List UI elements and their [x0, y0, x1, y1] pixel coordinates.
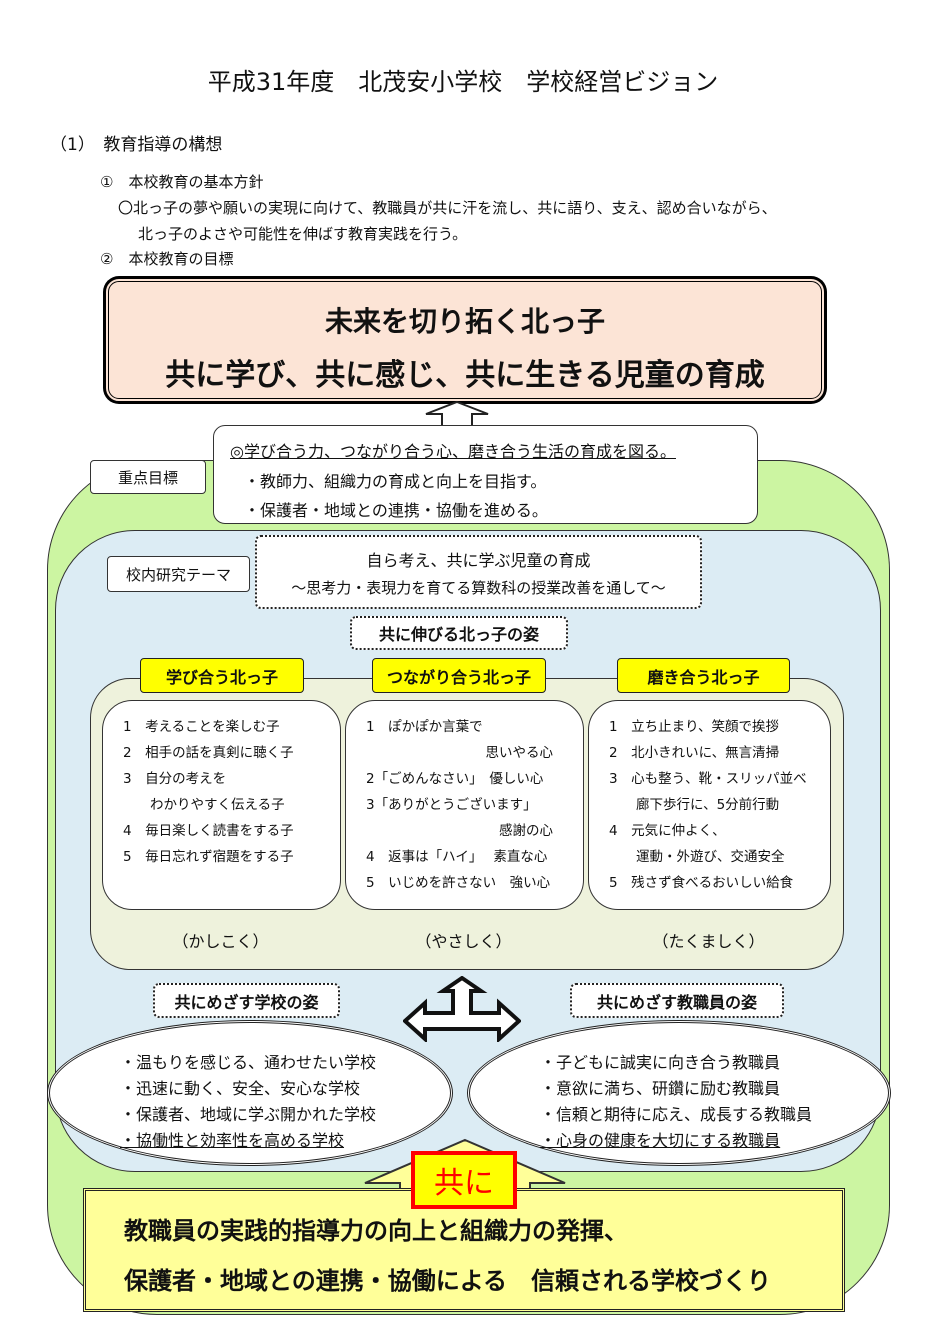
list-item: ・迅速に動く、安全、安心な学校 — [120, 1079, 361, 1098]
list-item: 廊下歩行に、5分前行動 — [609, 797, 780, 813]
page-title: 平成31年度 北茂安小学校 学校経営ビジョン — [207, 68, 719, 96]
list-item: ・信頼と期待に応え、成長する教職員 — [540, 1105, 813, 1124]
research-theme-box: 自ら考え、共に学ぶ児童の育成 ～思考力・表現力を育てる算数科の授業改善を通して～ — [255, 535, 702, 609]
label-migaki: 磨き合う北っ子 — [617, 658, 790, 693]
section-heading: （1） 教育指導の構想 — [50, 135, 223, 155]
list-item: 1 ぽかぽか言葉で — [366, 719, 483, 735]
school-ellipse: ・温もりを感じる、通わせたい学校 ・迅速に動く、安全、安心な学校 ・保護者、地域… — [47, 1020, 453, 1166]
school-heading: 共にめざす学校の姿 — [153, 983, 340, 1018]
list-item: 4 元気に仲よく、 — [609, 823, 726, 839]
list-item: 5 毎日忘れず宿題をする子 — [123, 849, 294, 865]
list-item: ・心身の健康を大切にする教職員 — [540, 1131, 781, 1150]
list-item: ・保護者、地域に学ぶ開かれた学校 — [120, 1105, 377, 1124]
list-item: わかりやすく伝える子 — [123, 797, 285, 813]
list-item: 1 立ち止まり、笑顔で挨拶 — [609, 719, 780, 735]
bottom-line2: 保護者・地域との連携・協働による 信頼される学校づくり — [124, 1267, 772, 1295]
list-item: 1 考えることを楽しむ子 — [123, 719, 280, 735]
staff-heading: 共にめざす教職員の姿 — [570, 983, 784, 1018]
column-tsunagari: 1 ぽかぽか言葉で 思いやる心 2「ごめんなさい」 優しい心 3「ありがとうござ… — [345, 700, 584, 910]
label-manabi: 学び合う北っ子 — [140, 658, 304, 693]
school-goal-box: 未来を切り拓く北っ子 共に学び、共に感じ、共に生きる児童の育成 — [105, 278, 825, 402]
column-manabi: 1 考えることを楽しむ子 2 相手の話を真剣に聴く子 3 自分の考えを わかりや… — [102, 700, 341, 910]
list-item: 思いやる心 — [485, 745, 554, 761]
staff-ellipse: ・子どもに誠実に向き合う教職員 ・意欲に満ち、研鑽に励む教職員 ・信頼と期待に応… — [467, 1020, 891, 1166]
list-item: 5 いじめを許さない 強い心 — [366, 875, 551, 891]
priority-item: ・保護者・地域との連携・協働を進める。 — [244, 501, 548, 520]
list-item: 3 自分の考えを — [123, 771, 227, 787]
list-item: 2 北小きれいに、無言清掃 — [609, 745, 780, 761]
research-subtitle: ～思考力・表現力を育てる算数科の授業改善を通して～ — [291, 579, 666, 597]
three-way-arrow-icon — [403, 976, 521, 1042]
list-item: 4 毎日楽しく読書をする子 — [123, 823, 294, 839]
footer-takumashiku: （たくましく） — [652, 932, 765, 951]
footer-yasashiku: （やさしく） — [415, 932, 512, 951]
list-item: 3 心も整う、靴・スリッパ並べ — [609, 771, 807, 787]
research-title: 自ら考え、共に学ぶ児童の育成 — [366, 551, 591, 570]
priority-label: 重点目標 — [90, 460, 206, 494]
list-item: 3「ありがとうございます」 — [366, 797, 537, 813]
list-item: ・温もりを感じる、通わせたい学校 — [120, 1053, 377, 1072]
list-item: 2 相手の話を真剣に聴く子 — [123, 745, 294, 761]
policy-text: 北っ子のよさや可能性を伸ばす教育実践を行う。 — [138, 225, 468, 243]
list-item: 運動・外遊び、交通安全 — [609, 849, 785, 865]
bottom-line1: 教職員の実践的指導力の向上と組織力の発揮、 — [124, 1217, 628, 1245]
priority-box: ◎学び合う力、つながり合う心、磨き合う生活の育成を図る。 ・教師力、組織力の育成… — [213, 425, 758, 524]
policy-heading: ① 本校教育の基本方針 — [100, 173, 264, 191]
research-label: 校内研究テーマ — [107, 556, 250, 592]
list-item: 4 返事は「ハイ」 素直な心 — [366, 849, 548, 865]
list-item: 感謝の心 — [499, 823, 553, 839]
footer-kashikoku: （かしこく） — [172, 932, 269, 951]
goal-heading: ② 本校教育の目標 — [100, 250, 234, 268]
list-item: ・協働性と効率性を高める学校 — [120, 1131, 345, 1150]
priority-item: ・教師力、組織力の育成と向上を目指す。 — [244, 472, 547, 491]
list-item: ・子どもに誠実に向き合う教職員 — [540, 1053, 781, 1072]
priority-item: ◎学び合う力、つながり合う心、磨き合う生活の育成を図る。 — [230, 442, 676, 461]
children-heading: 共に伸びる北っ子の姿 — [350, 616, 568, 650]
list-item: ・意欲に満ち、研鑽に励む教職員 — [540, 1079, 781, 1098]
policy-text: 〇北っ子の夢や願いの実現に向けて、教職員が共に汗を流し、共に語り、支え、認め合い… — [118, 199, 777, 217]
goal-line2: 共に学び、共に感じ、共に生きる児童の育成 — [165, 358, 765, 393]
goal-line1: 未来を切り拓く北っ子 — [324, 305, 605, 338]
together-badge: 共に — [411, 1151, 517, 1209]
list-item: 2「ごめんなさい」 優しい心 — [366, 771, 544, 787]
label-tsunagari: つながり合う北っ子 — [372, 658, 546, 693]
list-item: 5 残さず食べるおいしい給食 — [609, 875, 794, 891]
column-migaki: 1 立ち止まり、笑顔で挨拶 2 北小きれいに、無言清掃 3 心も整う、靴・スリッ… — [588, 700, 831, 910]
